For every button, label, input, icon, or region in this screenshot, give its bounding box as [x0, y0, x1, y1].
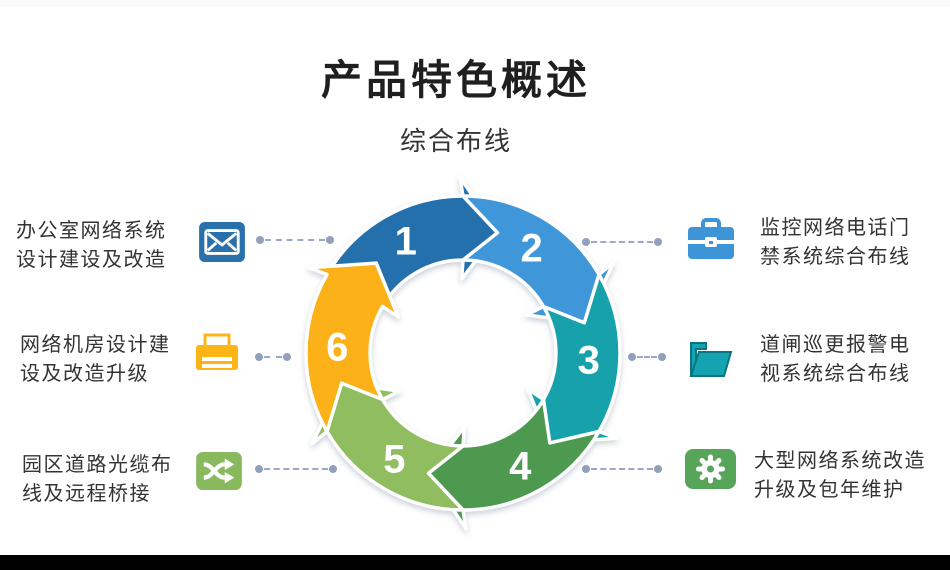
feature-label: 网络机房设计建 设及改造升级: [20, 331, 190, 389]
feature-line2: 升级及包年维护: [754, 479, 905, 501]
connector-dot: [654, 465, 662, 473]
connector-dash: [637, 356, 657, 358]
dotted-connector: [255, 465, 337, 473]
connector-dash: [264, 356, 282, 358]
top-strip: [0, 0, 950, 7]
feature-line2: 设计建设及改造: [16, 249, 167, 271]
shuffle-icon: [196, 451, 242, 491]
connector-dot: [256, 236, 264, 244]
dotted-connector: [582, 465, 662, 473]
feature-line2: 禁系统综合布线: [760, 246, 911, 268]
bottom-bar: [0, 555, 950, 570]
dotted-connector: [582, 238, 662, 246]
ring-segment-6: [304, 261, 401, 434]
connector-dot: [255, 465, 263, 473]
connector-dot: [326, 236, 334, 244]
feature-line1: 园区道路光缆布: [22, 454, 173, 476]
feature-line1: 大型网络系统改造: [754, 450, 926, 472]
feature-line2: 线及远程桥接: [22, 483, 151, 505]
ring-number-6: 6: [326, 325, 348, 369]
feature-label: 办公室网络系统 设计建设及改造: [16, 217, 186, 275]
dotted-connector: [256, 236, 334, 244]
briefcase-icon: [688, 218, 734, 259]
connector-dot: [628, 353, 636, 361]
folder-icon: [689, 342, 733, 377]
connector-dot: [255, 353, 263, 361]
feature-line2: 视系统综合布线: [760, 363, 911, 385]
printer-icon: [196, 333, 238, 370]
feature-line1: 道闸巡更报警电: [760, 334, 911, 356]
page-title: 产品特色概述: [321, 57, 591, 103]
connector-dash: [265, 239, 325, 241]
feature-label: 大型网络系统改造 升级及包年维护: [754, 447, 950, 505]
feature-line1: 网络机房设计建: [20, 334, 171, 356]
connector-dot: [658, 353, 666, 361]
feature-line1: 监控网络电话门: [760, 217, 911, 239]
gear-icon: [685, 449, 736, 489]
connector-dot: [654, 238, 662, 246]
mail-icon: [199, 221, 245, 263]
ring-number-4: 4: [509, 444, 532, 488]
connector-dash: [591, 468, 653, 470]
cycle-ring: 1 2 3 4 5 6: [304, 175, 622, 531]
connector-dot: [329, 465, 337, 473]
connector-dot: [283, 353, 291, 361]
ring-number-2: 2: [520, 226, 542, 270]
dotted-connector: [628, 353, 666, 361]
ring-number-1: 1: [395, 220, 417, 264]
feature-line2: 设及改造升级: [20, 363, 149, 385]
feature-label: 园区道路光缆布 线及远程桥接: [22, 451, 192, 509]
ring-number-5: 5: [383, 438, 405, 482]
feature-label: 道闸巡更报警电 视系统综合布线: [760, 331, 946, 389]
feature-line1: 办公室网络系统: [16, 220, 167, 242]
connector-dash: [591, 241, 653, 243]
connector-dot: [582, 238, 590, 246]
dotted-connector: [255, 353, 291, 361]
feature-label: 监控网络电话门 禁系统综合布线: [760, 214, 946, 272]
page-subtitle: 综合布线: [399, 126, 512, 156]
ring-number-3: 3: [578, 339, 600, 383]
connector-dot: [582, 465, 590, 473]
connector-dash: [264, 468, 328, 470]
